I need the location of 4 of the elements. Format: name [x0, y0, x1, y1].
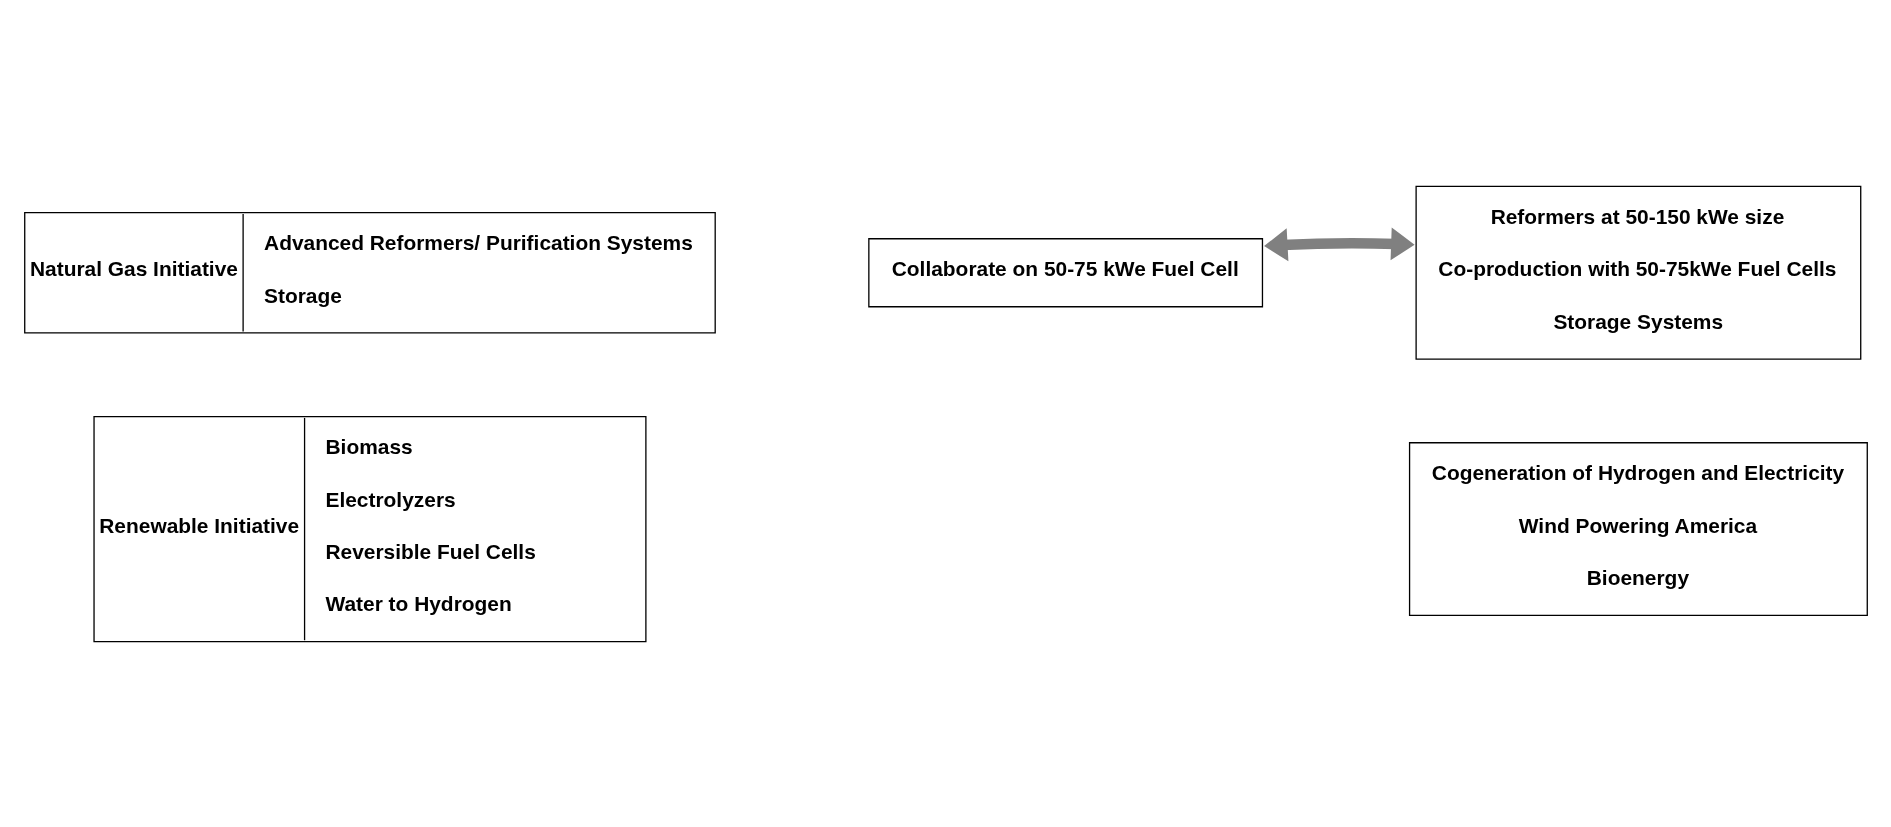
node-box: Collaborate on 50-75 kWe Fuel Cell [867, 237, 1263, 307]
arrow [1263, 226, 1415, 261]
node-box: Cogeneration of Hydrogen and Electricity Wind Powering America Bioenergy [1408, 441, 1868, 616]
node-box: Reformers at 50-150 kWe size Co-production with 50-75kWe Fuel Cells Storage Systems [1414, 185, 1861, 360]
